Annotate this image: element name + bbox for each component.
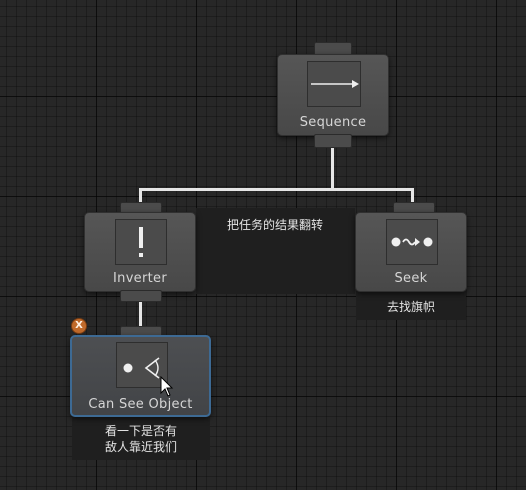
status-badge[interactable]: X — [71, 318, 87, 334]
inverter-label: Inverter — [113, 271, 167, 286]
can-see-object-node[interactable]: Can See Object — [70, 335, 211, 417]
can-see-object-comment-line2: 敌人靠近我们 — [104, 440, 177, 454]
sequence-node[interactable]: Sequence — [277, 54, 389, 136]
wire-inverter-to-child — [139, 300, 142, 326]
seek-path-icon — [386, 219, 438, 265]
inverter-node[interactable]: Inverter — [84, 212, 196, 292]
eye-cone-icon — [116, 342, 168, 388]
seek-comment: 去找旗帜 — [386, 300, 435, 314]
seek-comment-box — [356, 290, 466, 320]
inverter-output-port[interactable] — [120, 290, 162, 302]
seek-node[interactable]: Seek — [355, 212, 467, 292]
sequence-output-port[interactable] — [314, 134, 352, 148]
mouse-cursor-icon — [160, 376, 174, 397]
can-see-object-label: Can See Object — [88, 397, 193, 412]
inverter-comment: 把任务的结果翻转 — [226, 218, 323, 232]
seek-label: Seek — [394, 271, 428, 286]
wire-sequence-down — [331, 146, 334, 191]
can-see-object-comment-line1: 看一下是否有 — [104, 424, 177, 438]
inverter-comment-box — [196, 208, 355, 294]
exclamation-icon — [115, 219, 167, 265]
arrow-right-icon — [307, 61, 361, 107]
sequence-label: Sequence — [299, 115, 367, 130]
can-see-object-comment-box — [72, 414, 210, 460]
wire-to-seek — [411, 188, 414, 204]
wire-horizontal-bus — [139, 188, 414, 191]
wire-to-inverter — [139, 188, 142, 204]
